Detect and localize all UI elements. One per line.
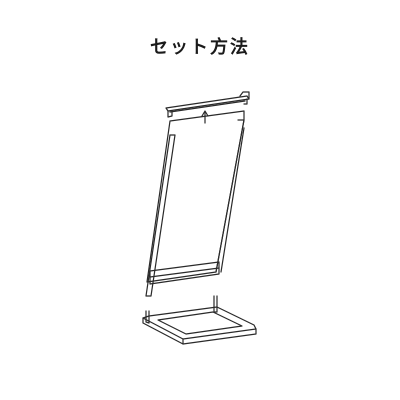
up-arrow-icon	[201, 110, 209, 124]
page-title: セット方法	[150, 37, 250, 58]
top-cap	[165, 91, 250, 118]
frame	[145, 110, 245, 297]
base	[142, 295, 257, 345]
